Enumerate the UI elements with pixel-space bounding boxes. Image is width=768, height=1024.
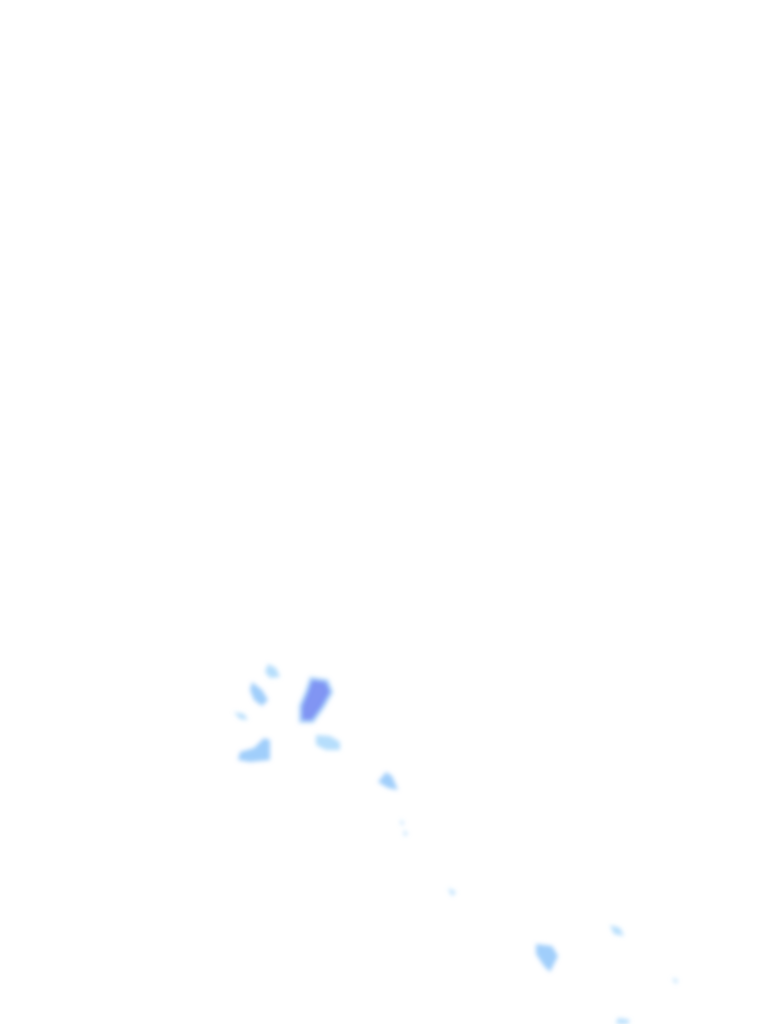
precipitation-cell-moderate bbox=[250, 682, 268, 706]
precipitation-cell-moderate bbox=[536, 944, 558, 972]
precipitation-cell-light bbox=[316, 735, 340, 750]
precipitation-cell-heavy bbox=[302, 680, 330, 720]
precipitation-cell-light bbox=[234, 712, 248, 720]
precipitation-cell-light bbox=[448, 888, 456, 896]
precipitation-cell-moderate bbox=[238, 738, 270, 762]
precipitation-cell-light bbox=[610, 925, 624, 936]
precipitation-cell-light bbox=[400, 820, 408, 836]
precipitation-cell-light bbox=[265, 664, 280, 678]
precipitation-cell-light bbox=[616, 978, 678, 1024]
precipitation-cell-moderate bbox=[378, 772, 398, 790]
